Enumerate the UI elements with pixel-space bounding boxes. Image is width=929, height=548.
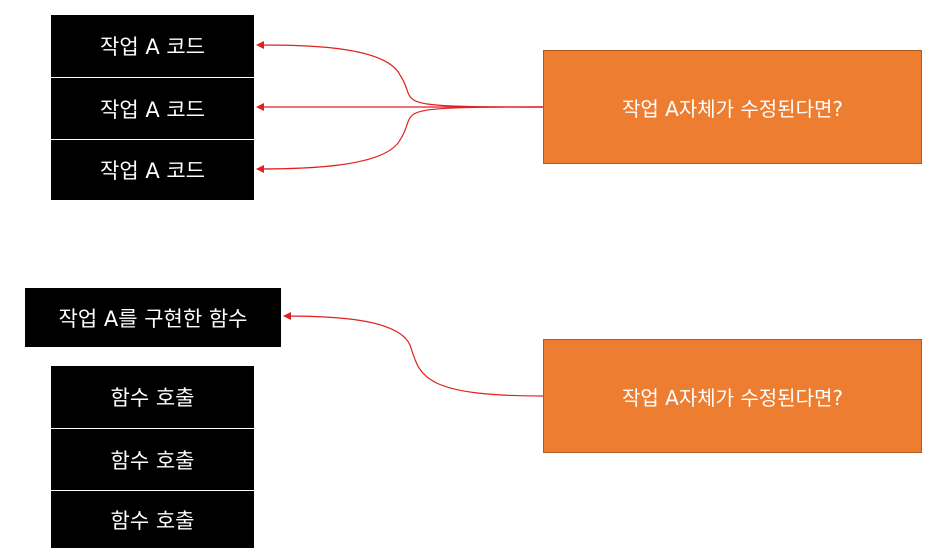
arrow-to-function-block xyxy=(283,312,544,397)
callout-top: 작업 A자체가 수정된다면? xyxy=(543,50,922,164)
arrow-to-code-block-3 xyxy=(256,106,544,173)
code-block-2: 작업 A 코드 xyxy=(51,77,254,139)
function-block: 작업 A를 구현한 함수 xyxy=(25,288,281,347)
call-block-label: 함수 호출 xyxy=(110,508,195,533)
function-block-label: 작업 A를 구현한 함수 xyxy=(58,306,248,331)
call-block-label: 함수 호출 xyxy=(110,386,195,410)
code-block-label: 작업 A 코드 xyxy=(100,159,205,183)
code-block-1: 작업 A 코드 xyxy=(51,15,254,77)
code-block-label: 작업 A 코드 xyxy=(100,97,205,122)
callout-text: 작업 A자체가 수정된다면? xyxy=(621,385,843,410)
call-block-3: 함수 호출 xyxy=(51,490,254,548)
call-block-1: 함수 호출 xyxy=(51,366,254,428)
arrow-to-code-block-1 xyxy=(256,41,544,108)
callout-text: 작업 A자체가 수정된다면? xyxy=(621,96,843,121)
callout-bottom: 작업 A자체가 수정된다면? xyxy=(543,339,922,453)
call-block-label: 함수 호출 xyxy=(110,448,195,473)
code-block-label: 작업 A 코드 xyxy=(100,35,205,59)
code-block-3: 작업 A 코드 xyxy=(51,139,254,200)
call-block-2: 함수 호출 xyxy=(51,428,254,490)
